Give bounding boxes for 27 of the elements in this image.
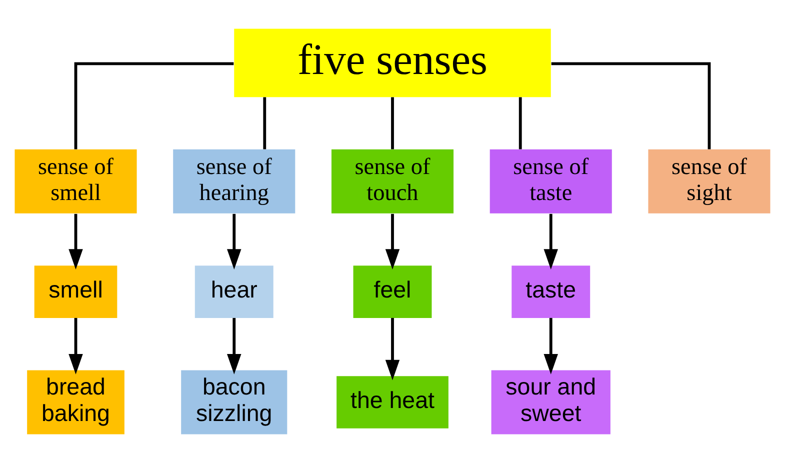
node-box: sour and sweet (491, 370, 610, 434)
node-box: bread baking (27, 370, 124, 434)
node-box: sense of hearing (173, 148, 296, 213)
connector (74, 62, 234, 149)
arrow (68, 317, 83, 374)
arrow (544, 213, 558, 269)
node-box: five senses (234, 28, 551, 97)
node-box: smell (34, 265, 118, 318)
node-box: hear (194, 265, 274, 318)
node-box: sense of touch (331, 148, 454, 213)
connector (263, 96, 266, 149)
connector (391, 96, 394, 149)
connector (551, 62, 711, 149)
arrow (544, 317, 558, 374)
arrow (227, 213, 242, 269)
arrow (227, 317, 242, 374)
node-box: sense of smell (14, 148, 137, 213)
node-box: sense of taste (490, 148, 612, 213)
node-box: the heat (336, 376, 448, 428)
node-box: bacon sizzling (181, 370, 288, 434)
node-box: sense of sight (648, 148, 770, 213)
connector (518, 96, 522, 149)
arrow (385, 317, 400, 380)
arrow (385, 213, 400, 269)
node-box: feel (353, 265, 432, 318)
arrow (68, 213, 83, 269)
node-box: taste (512, 265, 590, 318)
